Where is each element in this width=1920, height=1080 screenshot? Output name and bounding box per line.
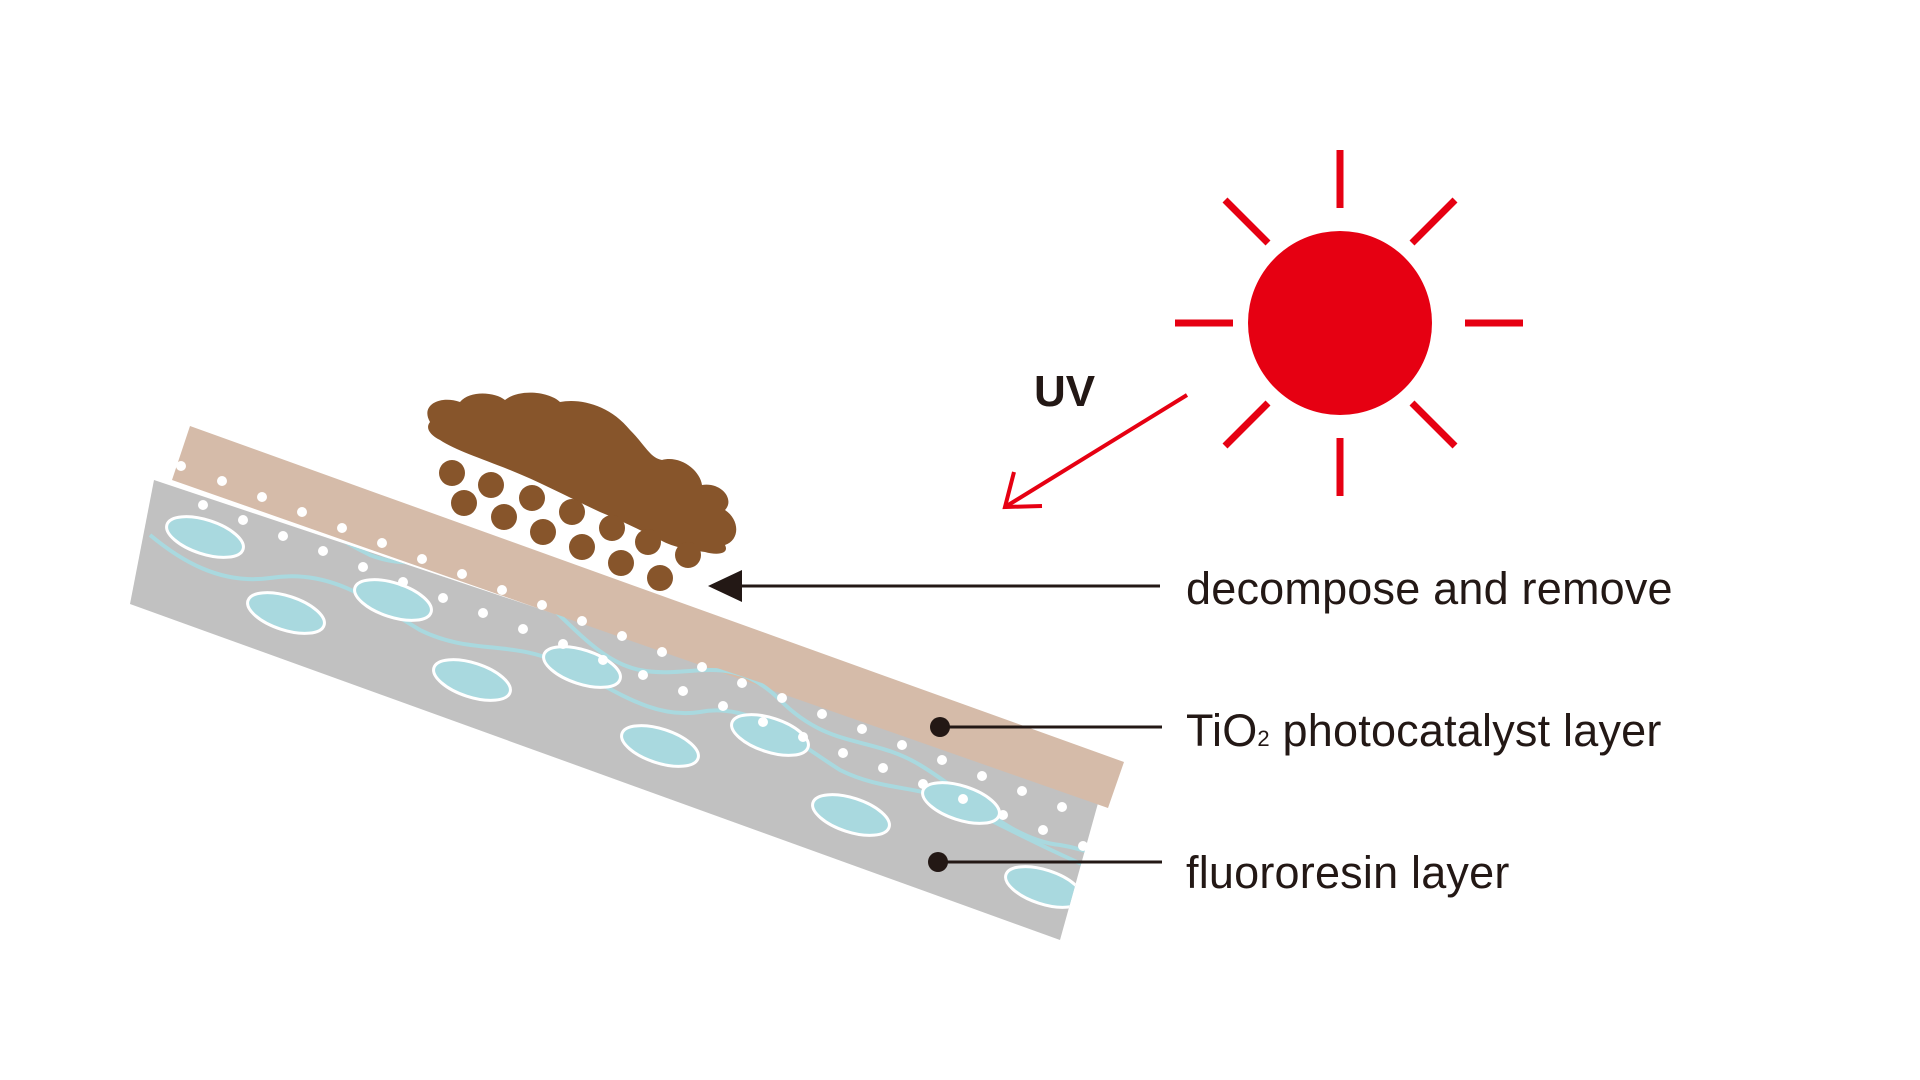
decompose-label: decompose and remove — [1186, 563, 1673, 614]
fluororesin-leader-line — [928, 852, 1162, 872]
sun-ray — [1409, 400, 1458, 449]
dirt-particle — [519, 485, 545, 511]
uv-label: UV — [1034, 367, 1096, 416]
tio2-suffix: photocatalyst layer — [1269, 705, 1662, 756]
dirt-particle — [478, 472, 504, 498]
dirt-particle — [635, 529, 661, 555]
photocatalyst-layer — [172, 426, 1124, 808]
tio2-layer-label: TiO2 photocatalyst layer — [1186, 708, 1662, 753]
sun-ray — [1409, 197, 1458, 246]
tio2-subscript: 2 — [1257, 726, 1270, 751]
tio2-leader-line — [930, 717, 1162, 737]
tio2-prefix: TiO — [1186, 705, 1258, 756]
dirt-particle — [530, 519, 556, 545]
uv-arrow-icon — [1002, 393, 1189, 510]
fluororesin-layer-label: fluororesin layer — [1186, 847, 1510, 898]
fiber-oval — [246, 591, 326, 635]
dirt-particle — [451, 490, 477, 516]
sun-disc — [1248, 231, 1432, 415]
fiber-wave — [248, 480, 1100, 872]
fiber-oval — [730, 713, 810, 757]
fiber-oval — [353, 578, 433, 622]
dirt-particle — [569, 534, 595, 560]
sun-ray — [1222, 400, 1271, 449]
fiber-oval — [165, 515, 245, 559]
dirt-particle — [439, 460, 465, 486]
dirt-particle — [559, 499, 585, 525]
dirt-particle — [491, 504, 517, 530]
dirt-particle — [608, 550, 634, 576]
fluororesin-fibers — [148, 480, 1100, 909]
fiber-oval — [432, 658, 512, 702]
dirt-clump — [427, 392, 737, 591]
dirt-particle — [647, 565, 673, 591]
dirt-blob — [427, 392, 737, 554]
photocatalyst-particles — [176, 461, 1105, 851]
fiber-oval — [620, 724, 700, 768]
fiber-oval — [811, 793, 891, 837]
dirt-particle — [675, 542, 701, 568]
decompose-arrow-icon — [708, 570, 1160, 602]
sun-ray — [1222, 197, 1271, 246]
dirt-particle — [599, 515, 625, 541]
sun-icon — [1175, 150, 1523, 496]
